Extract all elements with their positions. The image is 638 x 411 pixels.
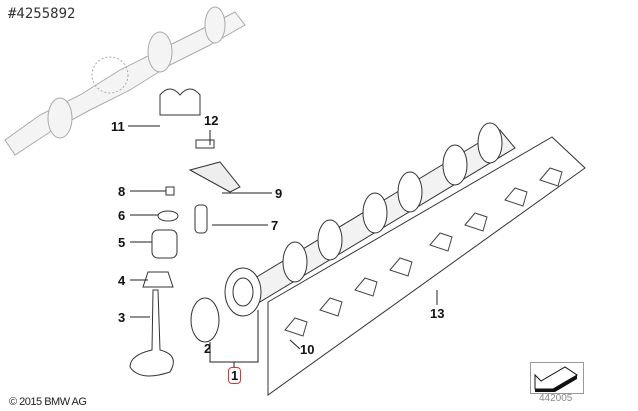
crankshaft-illustration xyxy=(4,6,246,156)
callout-13[interactable]: 13 xyxy=(430,306,445,321)
callout-12[interactable]: 12 xyxy=(204,113,219,128)
copyright: © 2015 BMW AG xyxy=(9,396,87,408)
callout-1-selected[interactable]: 1 xyxy=(228,367,242,384)
callout-7[interactable]: 7 xyxy=(271,218,279,233)
callout-8[interactable]: 8 xyxy=(118,184,126,199)
valve-train-parts xyxy=(129,88,241,377)
leader-lines xyxy=(128,125,438,368)
navigate-arrow-button[interactable] xyxy=(530,362,584,394)
image-number: 442005 xyxy=(539,393,573,404)
callout-6[interactable]: 6 xyxy=(118,208,126,223)
callout-3[interactable]: 3 xyxy=(118,310,126,325)
callout-10[interactable]: 10 xyxy=(300,342,315,357)
arrow-down-left-icon xyxy=(534,366,578,392)
callout-5[interactable]: 5 xyxy=(118,235,126,250)
callout-4[interactable]: 4 xyxy=(118,273,126,288)
callout-9[interactable]: 9 xyxy=(275,186,283,201)
rocker-arms xyxy=(284,167,563,337)
callout-11[interactable]: 11 xyxy=(111,119,125,134)
diagram-reference: #4255892 xyxy=(8,6,76,22)
camshaft-illustration xyxy=(224,122,516,317)
callout-2[interactable]: 2 xyxy=(204,341,212,356)
rocker-arm-group-bracket xyxy=(267,136,586,396)
